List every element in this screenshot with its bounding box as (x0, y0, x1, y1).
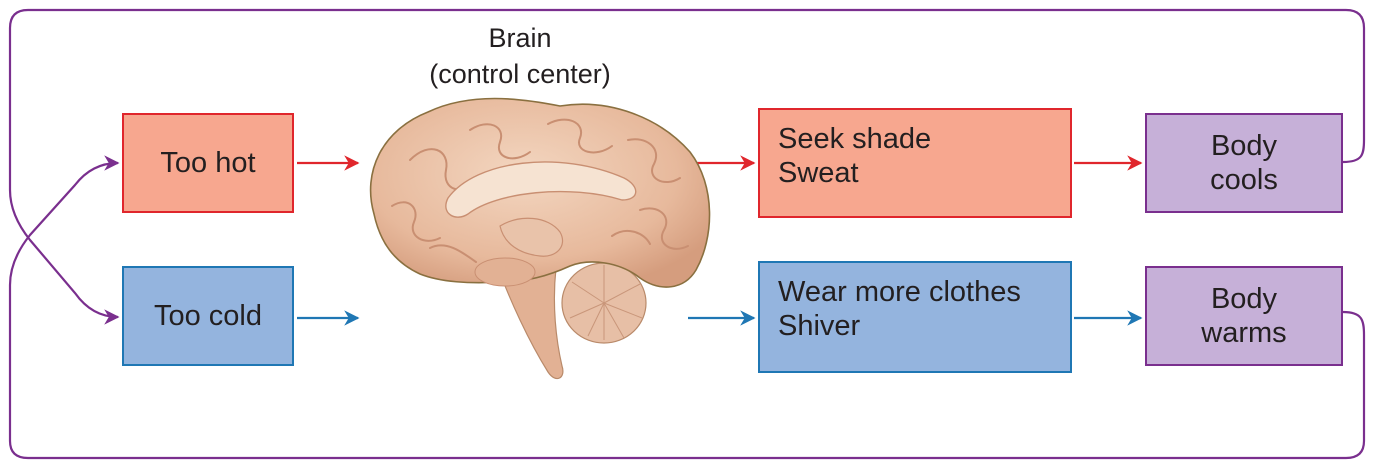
body-warms-box: Body warms (1145, 266, 1343, 366)
too-hot-box: Too hot (122, 113, 294, 213)
body-cools-line1: Body (1211, 129, 1277, 163)
too-hot-label: Too hot (160, 146, 255, 180)
cold-response-line2: Shiver (778, 309, 1070, 343)
cold-response-line1: Wear more clothes (778, 275, 1070, 309)
brain-label-title: Brain (370, 20, 670, 56)
too-cold-label: Too cold (154, 299, 262, 333)
too-cold-box: Too cold (122, 266, 294, 366)
cold-response-box: Wear more clothes Shiver (758, 261, 1072, 373)
body-cools-line2: cools (1210, 163, 1278, 197)
body-cools-box: Body cools (1145, 113, 1343, 213)
hot-response-line1: Seek shade (778, 122, 1070, 156)
hot-response-line2: Sweat (778, 156, 1070, 190)
brain-icon (371, 99, 710, 379)
brain-label-subtitle: (control center) (370, 56, 670, 92)
hot-response-box: Seek shade Sweat (758, 108, 1072, 218)
body-warms-line2: warms (1201, 316, 1286, 350)
body-warms-line1: Body (1211, 282, 1277, 316)
brain-label: Brain (control center) (370, 20, 670, 92)
